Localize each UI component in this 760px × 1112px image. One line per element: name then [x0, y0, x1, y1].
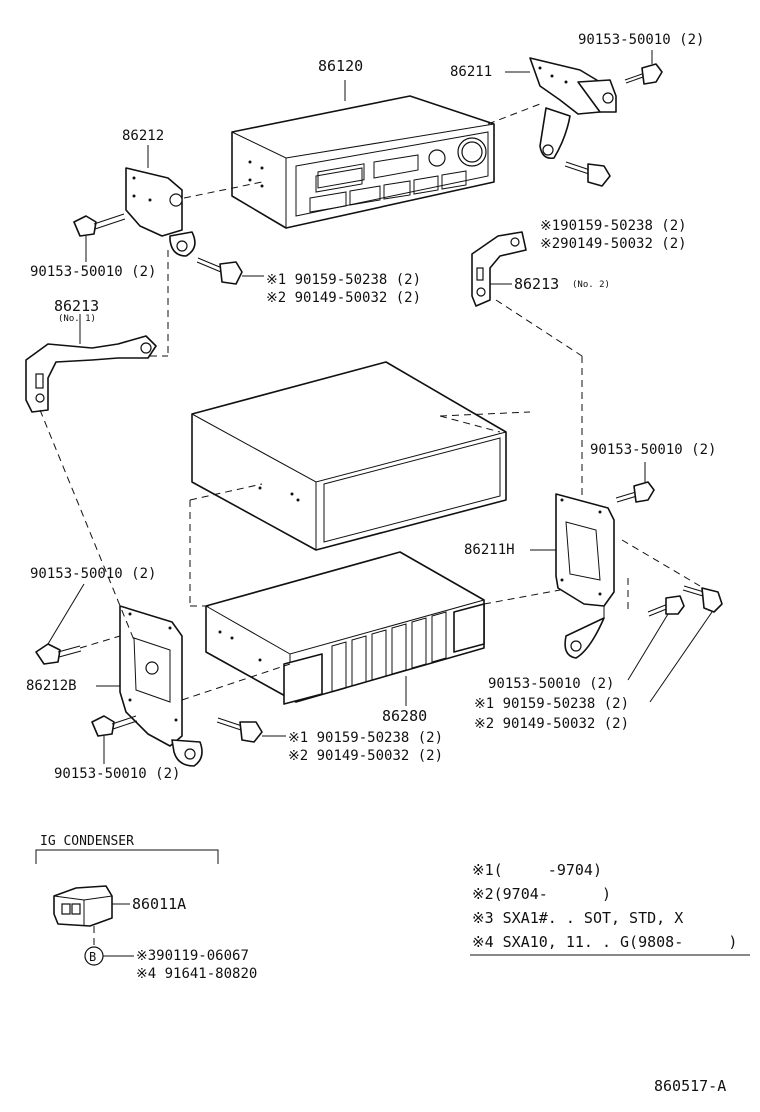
bracket-86212B[interactable] [119, 605, 203, 767]
note-1: ※1( -9704) [472, 861, 602, 879]
bracket-86211H[interactable] [555, 493, 615, 659]
head-unit-86120[interactable] [231, 95, 495, 229]
label-ig-condenser: IG CONDENSER [40, 834, 134, 849]
screw-left[interactable] [196, 257, 243, 285]
bolt-90153-left-mid[interactable] [35, 643, 82, 665]
label-stay-left: 86213 [54, 297, 100, 315]
label-amplifier: 86280 [382, 707, 428, 725]
bolt-90153-right-mid[interactable] [615, 481, 655, 503]
screw-top-right[interactable] [564, 161, 611, 187]
label-bolt-left-mid: 90153-50010 (2) [30, 566, 157, 582]
label-bolt-right-lower: 90153-50010 (2) [488, 676, 615, 692]
ig-condenser-section [35, 849, 219, 864]
note-2: ※2(9704- ) [472, 885, 611, 903]
bracket-86212[interactable] [125, 167, 196, 257]
label-stay-right: 86213 [514, 275, 560, 293]
label-condenser-part-4: ※4 91641-80820 [136, 966, 258, 982]
label-bracket-top-right: 86211 [450, 64, 493, 80]
note-4: ※4 SXA10, 11. . G(9808- ) [472, 933, 738, 951]
label-screw-top-right-1: ※190159-50238 (2) [540, 218, 687, 234]
label-head-unit: 86120 [318, 57, 364, 75]
label-bracket-top-left: 86212 [122, 128, 165, 144]
bolt-90153-left-top[interactable] [73, 213, 126, 237]
bolt-90153-left-bottom[interactable] [91, 715, 138, 737]
bolt-90153-top-right[interactable] [624, 63, 663, 85]
alignment-lines [39, 103, 701, 701]
connector-marker-b: B [89, 950, 97, 964]
note-3: ※3 SXA1#. . SOT, STD, X [472, 909, 684, 927]
stay-86213-no1[interactable] [25, 335, 157, 413]
condenser-86011A[interactable] [53, 885, 113, 927]
stay-86213-no2[interactable] [471, 231, 527, 307]
label-screw-right-lower-1: ※1 90159-50238 (2) [474, 696, 630, 712]
label-bolt-left-bottom: 90153-50010 (2) [54, 766, 181, 782]
label-condenser: 86011A [132, 895, 187, 913]
mounting-sleeve[interactable] [191, 361, 507, 551]
label-screw-right-lower-2: ※2 90149-50032 (2) [474, 716, 630, 732]
label-screw-bottom-1: ※1 90159-50238 (2) [288, 730, 444, 746]
label-screw-left-1: ※1 90159-50238 (2) [266, 272, 422, 288]
label-stay-left-sub: (No. 1) [58, 314, 96, 324]
amplifier-86280[interactable] [205, 551, 485, 705]
screw-right-lower[interactable] [682, 585, 723, 613]
bracket-86211[interactable] [529, 57, 617, 160]
label-stay-right-sub: (No. 2) [572, 280, 610, 290]
screw-bottom[interactable] [216, 717, 263, 743]
label-bracket-left-bottom: 86212B [26, 678, 77, 694]
label-bolt-top-right: 90153-50010 (2) [578, 32, 705, 48]
label-bolt-left-top: 90153-50010 (2) [30, 264, 157, 280]
label-bolt-right-mid: 90153-50010 (2) [590, 442, 717, 458]
bolt-90153-right-lower[interactable] [647, 595, 685, 617]
figure-id: 860517-A [654, 1077, 727, 1095]
label-screw-top-right-2: ※290149-50032 (2) [540, 236, 687, 252]
label-screw-bottom-2: ※2 90149-50032 (2) [288, 748, 444, 764]
label-screw-left-2: ※2 90149-50032 (2) [266, 290, 422, 306]
label-condenser-part-3: ※390119-06067 [136, 948, 249, 964]
label-bracket-right-mid: 86211H [464, 542, 515, 558]
